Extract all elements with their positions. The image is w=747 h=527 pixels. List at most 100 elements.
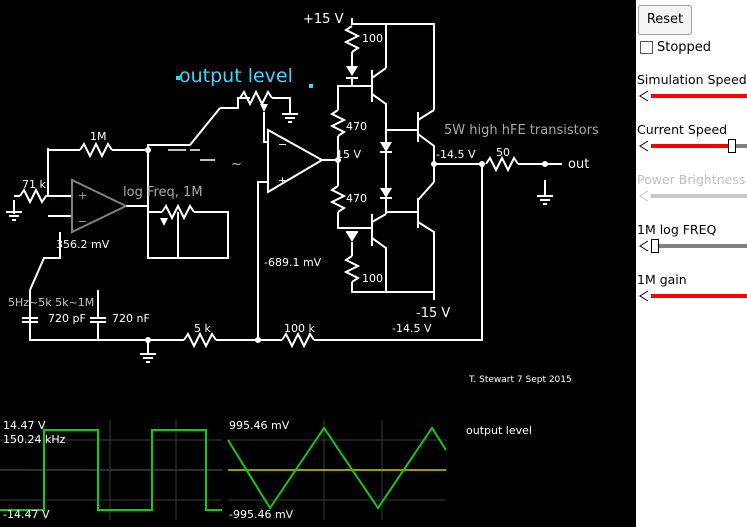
transistor-q4 — [417, 181, 435, 201]
label-log-freq: log Freq, 1M — [123, 185, 203, 200]
slider-arrow-icon — [639, 290, 649, 302]
wire — [257, 181, 268, 340]
opamp-2[interactable] — [267, 128, 325, 194]
label-15v: 15 V — [336, 148, 361, 161]
stopped-checkbox-row[interactable]: Stopped — [640, 39, 711, 55]
junction-dot — [335, 157, 341, 163]
label-r100k: 100 k — [284, 322, 315, 335]
label-r71k: 71 k — [22, 178, 46, 191]
label-c720pf: 720 pF — [48, 312, 86, 325]
label-tilde: ~ — [231, 157, 242, 172]
scope-1-freq: 150.24 kHz — [3, 433, 66, 446]
scope-2-title: output level — [466, 424, 532, 437]
wire — [47, 148, 80, 151]
scope-2-min: -995.46 mV — [229, 508, 294, 521]
slider-track[interactable] — [651, 294, 747, 298]
selection-handle[interactable] — [176, 76, 180, 80]
slider-thumb[interactable] — [728, 139, 736, 153]
scope-1[interactable]: 14.47 V 150.24 kHz -14.47 V — [0, 419, 222, 521]
label-output-level[interactable]: output level — [179, 65, 293, 87]
selection-handle[interactable] — [309, 84, 313, 88]
resistor-100k[interactable] — [281, 331, 315, 349]
opamp-plus: + — [78, 189, 87, 202]
label-356mv: 356.2 mV — [56, 238, 110, 251]
power-brightness-slider — [637, 189, 747, 203]
label-minus145-b: -14.5 V — [392, 322, 432, 335]
resistor-50[interactable] — [485, 155, 519, 173]
wire — [48, 215, 73, 226]
slider-label-log-freq: 1M log FREQ — [637, 222, 717, 237]
slider-label-current-speed: Current Speed — [637, 122, 728, 137]
label-plus15v: +15 V — [303, 12, 344, 27]
opamp-minus: − — [78, 215, 87, 228]
wire — [351, 282, 386, 293]
circuit-canvas[interactable]: + − − + — [0, 0, 636, 527]
opamp-minus: − — [278, 138, 287, 151]
junction-dot — [479, 161, 485, 167]
pot-output-level[interactable] — [239, 89, 273, 107]
resistor-71k[interactable] — [19, 187, 48, 205]
log-freq-slider[interactable] — [637, 239, 747, 253]
label-transistors: 5W high hFE transistors — [444, 123, 599, 138]
slider-track[interactable] — [651, 244, 747, 248]
wire — [351, 18, 387, 68]
resistor-100-top[interactable] — [343, 25, 361, 53]
label-r5k: 5 k — [194, 322, 211, 335]
resistor-100-bot[interactable] — [343, 255, 361, 283]
label-r100-bot: 100 — [362, 272, 383, 285]
slider-arrow-icon — [639, 140, 649, 152]
scope-1-min: -14.47 V — [3, 508, 50, 521]
current-speed-slider[interactable] — [637, 139, 747, 153]
diode — [346, 66, 358, 76]
wire — [337, 78, 353, 100]
stopped-checkbox[interactable] — [640, 40, 653, 54]
label-r470-top: 470 — [346, 120, 367, 133]
resistor-470-top[interactable] — [329, 109, 347, 137]
resistor-1m[interactable] — [79, 141, 113, 159]
slider-arrow-icon — [639, 240, 649, 252]
slider-arrow-icon — [639, 190, 649, 202]
label-r100-top: 100 — [362, 32, 383, 45]
transistor-q3 — [417, 133, 435, 164]
transistor-q2 — [371, 237, 434, 293]
label-minus145-a: -14.5 V — [436, 148, 476, 161]
label-minus15v: -15 V — [416, 306, 450, 321]
slider-track[interactable] — [651, 144, 747, 148]
diode — [380, 142, 392, 152]
wire — [337, 212, 352, 229]
gain-slider[interactable] — [637, 289, 747, 303]
switch[interactable] — [220, 97, 250, 109]
resistor-5k[interactable] — [183, 331, 217, 349]
reset-button[interactable]: Reset — [638, 5, 692, 35]
transistor-q1 — [371, 93, 387, 118]
resistor-470-bot[interactable] — [329, 185, 347, 213]
circuit-diagram[interactable]: + − − + — [0, 0, 636, 527]
slider-arrow-icon — [639, 90, 649, 102]
wire — [263, 112, 268, 143]
slider-label-power-brightness: Power Brightness — [637, 172, 746, 187]
wire — [386, 23, 435, 110]
wire — [112, 107, 221, 151]
stopped-label: Stopped — [657, 39, 712, 55]
wire — [29, 232, 61, 291]
label-out: out — [568, 157, 589, 172]
slider-track — [651, 194, 747, 198]
label-freq-range: 5Hz~5k 5k~1M — [8, 296, 94, 309]
transistor-q3 — [417, 109, 435, 121]
wire — [147, 150, 178, 259]
transistor-q2 — [371, 213, 387, 223]
label-r1m: 1M — [90, 130, 107, 143]
label-credit: T. Stewart 7 Sept 2015 — [468, 375, 572, 385]
pot-log-freq[interactable] — [161, 203, 195, 221]
label-r470-bot: 470 — [346, 192, 367, 205]
label-r50: 50 — [496, 146, 510, 159]
junction-dot — [145, 147, 151, 153]
scope-2-max: 995.46 mV — [229, 419, 290, 432]
scope-2[interactable]: 995.46 mV -995.46 mV output level — [227, 419, 532, 521]
wire — [29, 322, 184, 341]
opamp-1[interactable] — [71, 178, 129, 234]
slider-track[interactable] — [651, 94, 747, 98]
wire — [272, 97, 291, 114]
simulation-speed-slider[interactable] — [637, 89, 747, 103]
slider-thumb[interactable] — [651, 239, 659, 253]
